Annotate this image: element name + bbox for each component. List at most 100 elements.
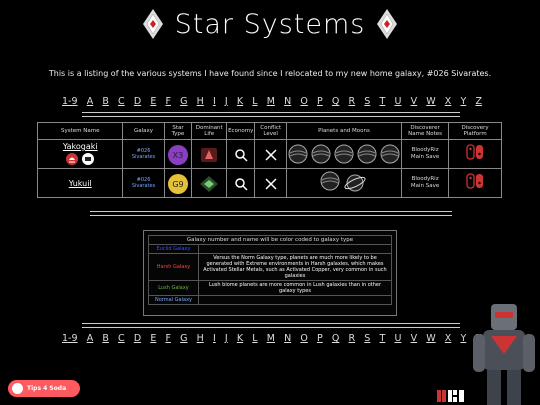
column-header: Discovery Platform: [448, 122, 502, 140]
column-header: Discoverer Name Notes: [400, 122, 450, 140]
legend-title: Galaxy number and name will be color cod…: [148, 235, 392, 245]
nintendo-switch-icon: [466, 173, 484, 189]
atlas-diamond-icon: [377, 9, 398, 39]
tips-button[interactable]: Tips 4 Soda: [8, 380, 80, 397]
alpha-link-f[interactable]: F: [165, 96, 171, 107]
table-header-row: System Name Galaxy Star Type Dominant Li…: [36, 122, 502, 140]
alpha-link-v[interactable]: V: [410, 96, 418, 107]
weather-storm-icon: [66, 153, 79, 165]
alpha-link-w[interactable]: W: [426, 96, 436, 107]
alpha-link-1-9[interactable]: 1-9: [62, 333, 78, 344]
alpha-link-g[interactable]: G: [180, 333, 188, 344]
economy-icon: [234, 149, 248, 162]
cup-icon: [12, 383, 23, 394]
alpha-link-p[interactable]: P: [317, 96, 323, 107]
divider: [90, 211, 452, 216]
alpha-link-d[interactable]: D: [133, 333, 142, 344]
column-header: Dominant Life: [191, 122, 228, 140]
legend-desc: Versus the Norm Galaxy type, planets are…: [198, 253, 392, 281]
alpha-link-a[interactable]: A: [86, 333, 94, 344]
systems-table: System Name Galaxy Star Type Dominant Li…: [36, 122, 502, 198]
alpha-link-i[interactable]: I: [212, 333, 216, 344]
alpha-link-m[interactable]: M: [266, 333, 275, 344]
discoverer-notes: Main Save: [410, 154, 440, 160]
discoverer-notes: Main Save: [410, 183, 440, 189]
alpha-link-h[interactable]: H: [196, 333, 204, 344]
alpha-link-c[interactable]: C: [118, 333, 125, 344]
alpha-link-r[interactable]: R: [348, 333, 356, 344]
alpha-link-b[interactable]: B: [102, 96, 109, 107]
alpha-link-n[interactable]: N: [284, 96, 292, 107]
alpha-link-u[interactable]: U: [394, 333, 402, 344]
alpha-link-q[interactable]: Q: [331, 96, 340, 107]
alpha-link-k[interactable]: K: [236, 333, 244, 344]
alpha-link-j[interactable]: J: [224, 96, 228, 107]
gek-race-icon: [201, 147, 218, 162]
legend-desc: [198, 244, 392, 254]
alphabet-nav-top: 1-9 A B C D E F G H I J K L M N O P Q R …: [62, 96, 482, 107]
page-title: Star Systems: [174, 8, 366, 40]
alpha-link-c[interactable]: C: [118, 96, 125, 107]
intro-text: This is a listing of the various systems…: [48, 69, 492, 78]
atlas-diamond-icon: [142, 9, 163, 39]
alpha-link-b[interactable]: B: [102, 333, 109, 344]
system-name-link[interactable]: Yakogaki: [62, 142, 98, 151]
column-header: Economy: [226, 122, 256, 140]
alpha-link-u[interactable]: U: [394, 96, 402, 107]
alpha-link-j[interactable]: J: [224, 333, 228, 344]
alpha-link-x[interactable]: X: [444, 96, 452, 107]
ringed-planet-icon: [344, 174, 367, 192]
korvax-race-icon: [200, 175, 219, 192]
alpha-link-t[interactable]: T: [379, 333, 386, 344]
alpha-link-q[interactable]: Q: [331, 333, 340, 344]
galaxy-cell: #026 Sivarates: [122, 168, 165, 198]
alpha-link-x[interactable]: X: [444, 333, 452, 344]
alpha-link-o[interactable]: O: [300, 333, 308, 344]
conflict-icon: [265, 178, 277, 190]
alpha-link-s[interactable]: S: [364, 96, 371, 107]
planet-icon: [311, 144, 331, 164]
column-header: Conflict Level: [254, 122, 287, 140]
planet-icon: [380, 144, 400, 164]
discoverer-name: BloodyRiz: [411, 176, 439, 182]
alpha-link-l[interactable]: L: [252, 333, 258, 344]
alpha-link-l[interactable]: L: [252, 96, 258, 107]
alpha-link-i[interactable]: I: [212, 96, 216, 107]
alpha-link-k[interactable]: K: [236, 96, 244, 107]
legend-type-harsh: Harsh Galaxy: [148, 253, 199, 281]
alpha-link-a[interactable]: A: [86, 96, 94, 107]
alpha-link-w[interactable]: W: [426, 333, 436, 344]
site-logo[interactable]: [437, 390, 465, 402]
alpha-link-m[interactable]: M: [266, 96, 275, 107]
alpha-link-h[interactable]: H: [196, 96, 204, 107]
alpha-link-e[interactable]: E: [150, 333, 157, 344]
alpha-link-n[interactable]: N: [284, 333, 292, 344]
page-header: Star Systems: [0, 4, 540, 44]
alpha-link-r[interactable]: R: [348, 96, 356, 107]
alpha-link-f[interactable]: F: [165, 333, 171, 344]
alpha-link-y[interactable]: Y: [460, 333, 467, 344]
alpha-link-y[interactable]: Y: [460, 96, 467, 107]
alpha-link-z[interactable]: Z: [475, 96, 482, 107]
planet-icon: [288, 144, 308, 164]
legend-desc: [198, 295, 392, 305]
tips-label: Tips 4 Soda: [27, 385, 67, 392]
alpha-link-s[interactable]: S: [364, 333, 371, 344]
alpha-link-g[interactable]: G: [180, 96, 188, 107]
alpha-link-d[interactable]: D: [133, 96, 142, 107]
planet-icon: [320, 171, 340, 191]
column-header: Star Type: [163, 122, 193, 140]
alpha-link-1-9[interactable]: 1-9: [62, 96, 78, 107]
alpha-link-v[interactable]: V: [410, 333, 418, 344]
table-row: Yakogaki #026 Sivarates X3: [36, 139, 502, 169]
divider: [82, 323, 460, 328]
alpha-link-e[interactable]: E: [150, 96, 157, 107]
divider: [82, 112, 460, 117]
galaxy-cell: #026 Sivarates: [122, 139, 165, 169]
alpha-link-o[interactable]: O: [300, 96, 308, 107]
legend-desc: Lush biome planets are more common in Lu…: [198, 280, 392, 296]
alpha-link-p[interactable]: P: [317, 333, 323, 344]
alpha-link-t[interactable]: T: [379, 96, 386, 107]
system-name-link[interactable]: Yukuil: [68, 178, 92, 188]
discoverer-name: BloodyRiz: [411, 147, 439, 153]
